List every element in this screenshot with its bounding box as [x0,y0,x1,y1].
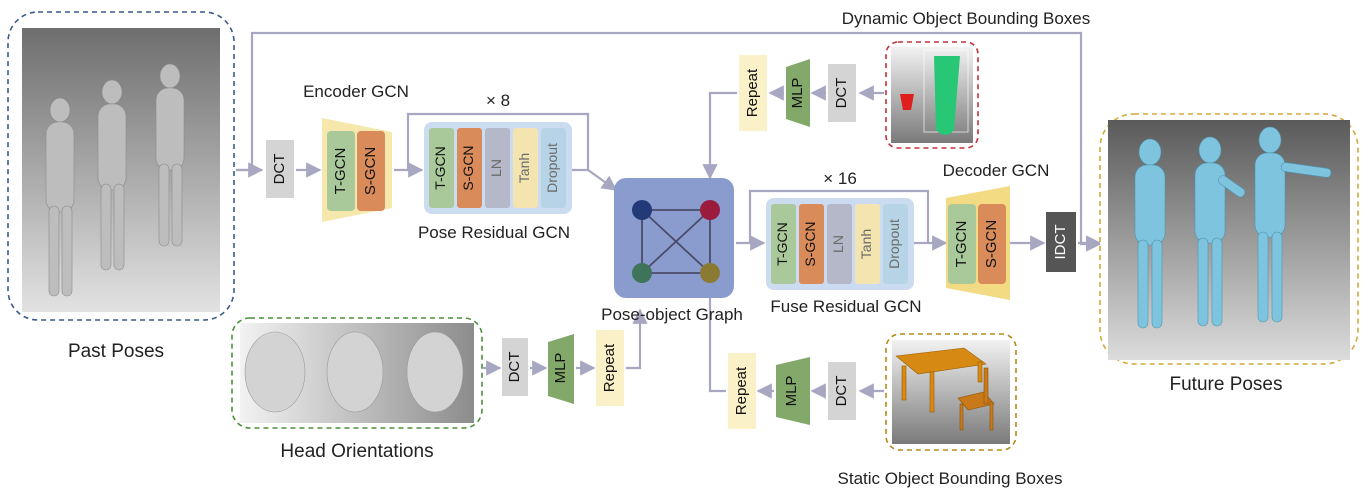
past-pose-figures [45,63,185,297]
svg-text:S-GCN: S-GCN [802,221,818,266]
idct-block: IDCT [1046,212,1076,272]
svg-text:MLP: MLP [789,78,806,109]
pose-object-graph-label: Pose-object Graph [601,305,743,324]
mlp-block-static: MLP [776,357,810,425]
svg-text:Repeat: Repeat [601,343,618,392]
decoder-gcn-block: T-GCN S-GCN [946,186,1010,300]
repeat-block-static: Repeat [728,353,756,429]
svg-text:Tanh: Tanh [858,229,874,259]
repeat-block-head: Repeat [596,330,624,406]
svg-text:Dropout: Dropout [544,143,560,193]
svg-text:S-GCN: S-GCN [983,220,1000,268]
vase-object [934,56,960,135]
svg-text:MLP: MLP [783,376,800,407]
svg-text:Repeat: Repeat [733,366,750,415]
svg-text:LN: LN [830,235,846,253]
graph-node-red [700,200,720,220]
svg-text:T-GCN: T-GCN [332,148,349,195]
decoder-sgcn [978,204,1006,284]
dct-block-head: DCT [502,338,528,396]
head-figures [244,331,464,413]
static-boxes-label: Static Object Bounding Boxes [838,469,1063,488]
times-8-label: × 8 [486,91,510,110]
past-poses-label: Past Poses [68,341,164,362]
svg-text:T-GCN: T-GCN [953,221,970,268]
svg-text:DCT: DCT [833,376,850,407]
mlp-block-head: MLP [548,334,574,404]
pose-object-graph [614,178,734,298]
pose-residual-gcn-block: T-GCN S-GCN LN Tanh Dropout [424,122,572,214]
svg-text:T-GCN: T-GCN [774,222,790,266]
fuse-residual-gcn-label: Fuse Residual GCN [770,297,921,316]
svg-text:S-GCN: S-GCN [362,147,379,195]
head-orientations-panel [231,317,483,429]
svg-text:Dropout: Dropout [886,219,902,269]
mlp-block-dynamic: MLP [786,59,810,127]
graph-node-olive [700,263,720,283]
svg-text:DCT: DCT [506,352,523,383]
graph-node-green [632,263,652,283]
svg-text:DCT: DCT [833,78,850,109]
times-16-label: × 16 [823,169,857,188]
decoder-tgcn [948,204,976,284]
cup-object [900,94,914,110]
future-poses-panel [1099,113,1359,365]
past-poses-panel [7,11,235,321]
svg-text:LN: LN [488,159,504,177]
table-object [895,347,987,413]
svg-text:T-GCN: T-GCN [432,146,448,190]
decoder-gcn-label: Decoder GCN [943,161,1050,180]
encoder-tgcn [327,131,355,211]
fuse-residual-gcn-block: T-GCN S-GCN LN Tanh Dropout [766,198,914,290]
dct-block-static: DCT [828,362,856,420]
chair-object [957,367,995,431]
svg-text:IDCT: IDCT [1052,225,1069,260]
repeat-block-dynamic: Repeat [739,55,767,131]
dynamic-object-panel [885,41,979,149]
head-orientations-label: Head Orientations [280,441,433,462]
static-object-panel [885,333,1017,451]
svg-text:MLP: MLP [552,353,569,384]
encoder-sgcn [357,131,385,211]
encoder-gcn-block: T-GCN S-GCN [322,118,392,222]
graph-node-navy [632,200,652,220]
svg-text:DCT: DCT [271,154,288,185]
svg-text:Tanh: Tanh [516,153,532,183]
dct-block-encoder: DCT [266,140,294,198]
dynamic-boxes-label: Dynamic Object Bounding Boxes [842,9,1091,28]
encoder-gcn-label: Encoder GCN [303,82,409,101]
svg-text:S-GCN: S-GCN [460,145,476,190]
dct-block-dynamic: DCT [828,64,856,122]
svg-text:Repeat: Repeat [744,68,761,117]
pose-residual-gcn-label: Pose Residual GCN [418,223,570,242]
future-poses-label: Future Poses [1170,374,1283,395]
future-pose-figures [1134,126,1332,329]
connector-lines [236,31,1102,399]
